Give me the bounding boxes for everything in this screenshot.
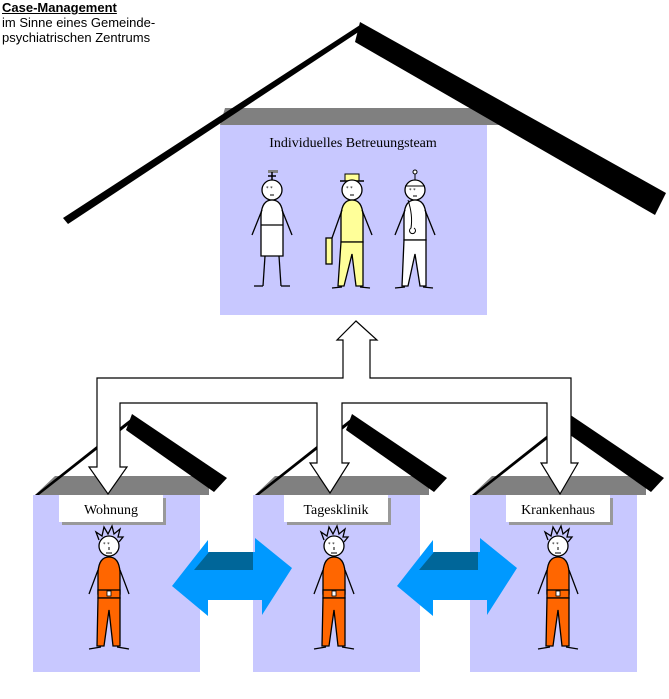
double-arrow-left [172,538,292,616]
connection-arrows [87,320,580,496]
svg-text:Tagesklinik: Tagesklinik [303,503,368,518]
svg-text:Krankenhaus: Krankenhaus [521,503,595,518]
main-house-label: Individuelles Betreuungsteam [269,136,437,151]
main-roof-right [355,22,666,215]
main-house: Individuelles Betreuungsteam [63,22,666,315]
label-wohnung: Wohnung [59,495,166,525]
diagram-title: Case-Management [2,0,117,15]
main-roof-left [63,25,360,224]
svg-text:Wohnung: Wohnung [84,503,138,518]
house-tagesklinik [253,414,447,672]
double-arrow-right [397,538,517,616]
subtitle-line-2: psychiatrischen Zentrums [2,30,151,45]
label-tagesklinik: Tagesklinik [284,495,391,525]
title-block: Case-Management im Sinne eines Gemeinde-… [2,0,155,45]
label-krankenhaus: Krankenhaus [506,495,613,525]
main-roof-band [220,108,503,125]
house-wohnung [33,414,227,672]
subtitle-line-1: im Sinne eines Gemeinde- [2,15,156,30]
